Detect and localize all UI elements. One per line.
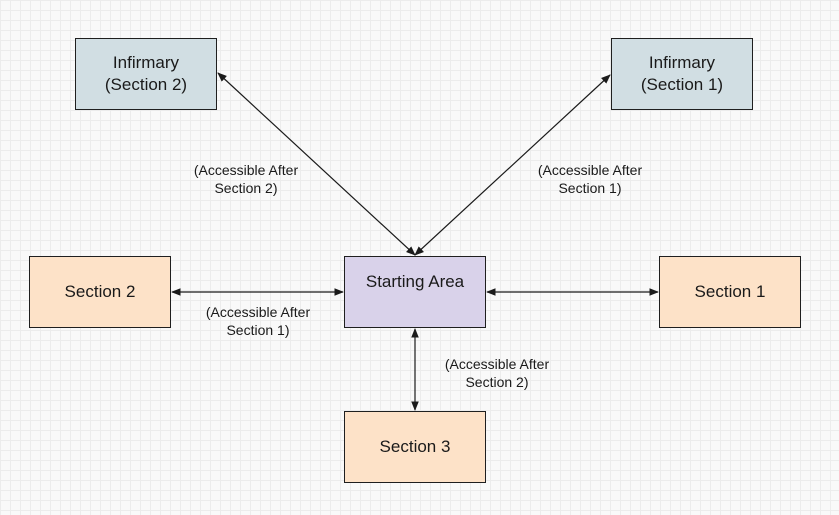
edge-label-infirmary-section-1: (Accessible After Section 1) xyxy=(537,162,643,196)
node-starting-area[interactable]: Starting Area xyxy=(344,256,486,328)
edge-label-section-2: (Accessible After Section 1) xyxy=(205,304,311,338)
edge-label-section-3: (Accessible After Section 2) xyxy=(444,356,550,390)
edge-label-infirmary-section-2: (Accessible After Section 2) xyxy=(193,162,299,196)
node-section-1[interactable]: Section 1 xyxy=(659,256,801,328)
node-section-2[interactable]: Section 2 xyxy=(29,256,171,328)
node-infirmary-section-2[interactable]: Infirmary (Section 2) xyxy=(75,38,217,110)
node-infirmary-section-1[interactable]: Infirmary (Section 1) xyxy=(611,38,753,110)
edge-start-to-infirmary-section1 xyxy=(414,74,611,256)
node-section-3[interactable]: Section 3 xyxy=(344,411,486,483)
edge-start-to-infirmary-section2 xyxy=(217,72,416,256)
